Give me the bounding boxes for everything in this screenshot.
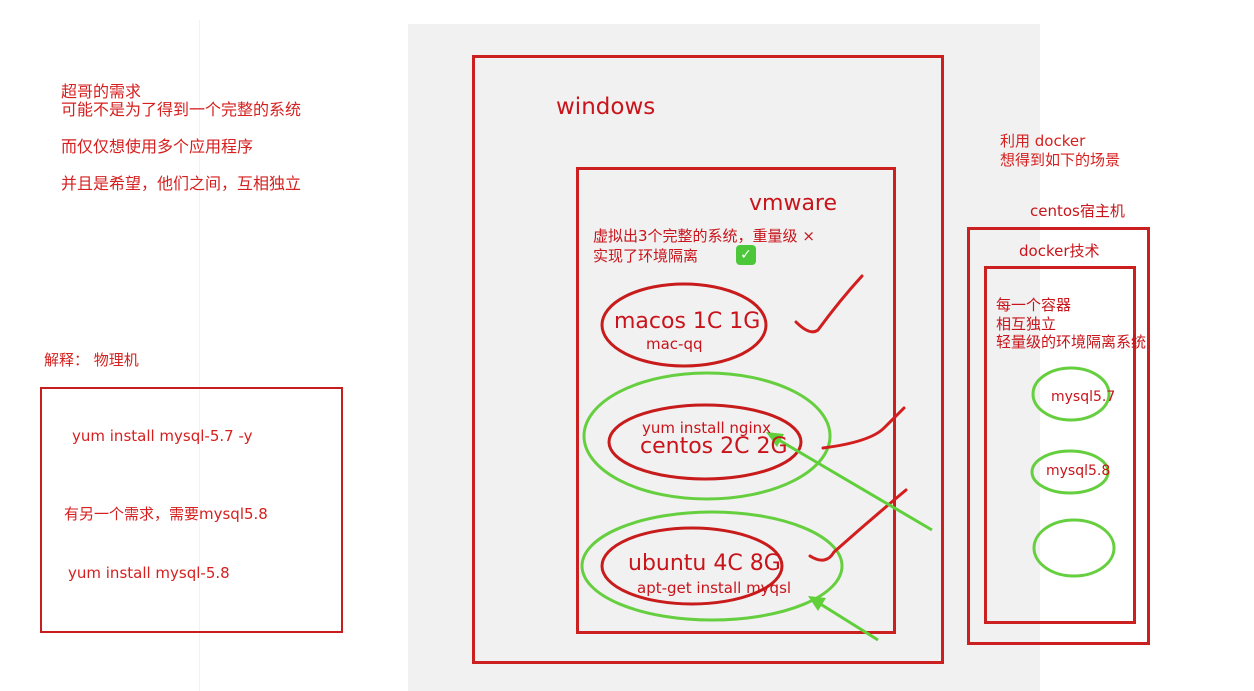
vm-sub-centos: yum install nginx xyxy=(642,419,772,437)
note-line-4: 并且是希望，他们之间，互相独立 xyxy=(61,174,302,193)
docker-tech-label: docker技术 xyxy=(1019,242,1100,260)
green-arrow-centos xyxy=(771,434,933,532)
vmware-label: vmware xyxy=(749,191,838,216)
centos-host-box xyxy=(967,227,1150,645)
scribble-stroke-ubuntu xyxy=(808,488,908,562)
vm-name-centos: centos 2C 2G xyxy=(640,434,788,459)
green-ellipse-ubuntu xyxy=(580,510,844,622)
green-arrowhead-centos xyxy=(766,432,784,447)
vm-sub-ubuntu: apt-get install myqsl xyxy=(637,579,792,597)
vm-ellipse-macos xyxy=(600,282,768,368)
check-icon: ✅✓ xyxy=(736,245,756,265)
vm-name-macos: macos 1C 1G xyxy=(614,309,761,334)
vm-sub-macos: mac-qq xyxy=(646,335,703,353)
vm-ellipse-ubuntu xyxy=(600,526,784,606)
docker-desc-2: 相互独立 xyxy=(996,315,1057,333)
vmware-note-2: 实现了环境隔离 xyxy=(593,247,699,265)
divider-line xyxy=(199,20,200,691)
canvas-panel xyxy=(408,24,1040,691)
note-line-1: 超哥的需求 xyxy=(61,82,142,101)
cmd-install-58: yum install mysql-5.8 xyxy=(68,564,230,582)
container-ellipse-2 xyxy=(1030,449,1110,495)
container-label-2: mysql5.8 xyxy=(1046,463,1111,479)
scribble-stroke-centos xyxy=(821,406,906,450)
vm-ellipse-centos xyxy=(607,403,803,481)
docker-intro-1: 利用 docker xyxy=(1000,132,1086,150)
container-ellipse-1 xyxy=(1031,366,1111,422)
note-line-2: 可能不是为了得到一个完整的系统 xyxy=(61,100,302,119)
windows-label: windows xyxy=(556,94,656,120)
host-label: centos宿主机 xyxy=(1030,202,1125,220)
container-ellipse-3 xyxy=(1032,518,1116,578)
docker-desc-1: 每一个容器 xyxy=(996,296,1072,314)
windows-box xyxy=(472,55,944,664)
docker-desc-3: 轻量级的环境隔离系统 xyxy=(996,333,1147,351)
note-line-3: 而仅仅想使用多个应用程序 xyxy=(61,137,254,156)
explain-label: 解释： 物理机 xyxy=(44,351,139,369)
green-arrow-ubuntu xyxy=(813,598,879,642)
green-arrowhead-ubuntu xyxy=(808,596,826,611)
vmware-note-1: 虚拟出3个完整的系统，重量级 × xyxy=(593,227,815,245)
physical-note: 有另一个需求，需要mysql5.8 xyxy=(64,505,268,523)
cmd-install-57: yum install mysql-5.7 -y xyxy=(72,427,253,445)
check-mark-stroke xyxy=(794,274,864,334)
docker-intro-2: 想得到如下的场景 xyxy=(1000,151,1121,169)
container-label-1: mysql5.7 xyxy=(1051,389,1116,405)
physical-machine-box xyxy=(40,387,343,633)
green-ellipse-centos xyxy=(582,371,832,501)
vm-name-ubuntu: ubuntu 4C 8G xyxy=(628,551,781,576)
vmware-box xyxy=(576,167,896,634)
docker-box xyxy=(984,266,1136,624)
